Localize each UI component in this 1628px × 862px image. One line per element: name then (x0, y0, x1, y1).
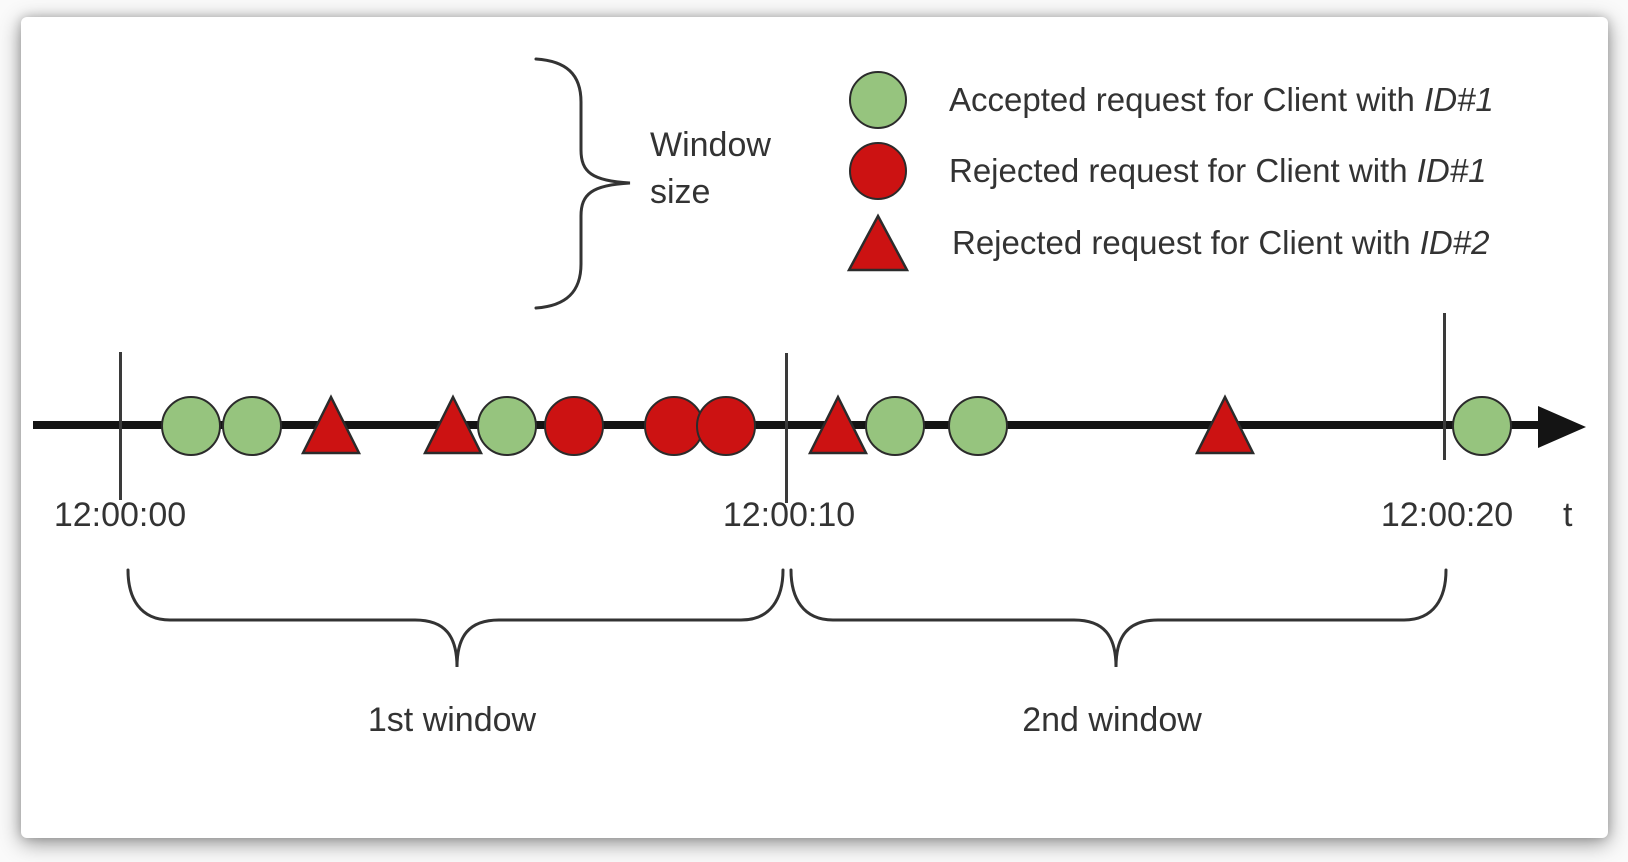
request-marker-rejected-triangle (1194, 394, 1256, 456)
request-marker-rejected-triangle (422, 394, 484, 456)
first-window-label: 1st window (367, 701, 537, 739)
second-window-label: 2nd window (1022, 701, 1202, 739)
time-axis-line (33, 421, 1545, 429)
legend-item-rejected-id2: Rejected request for Client with ID#2 (846, 213, 1490, 273)
rejected-request-triangle-icon (846, 213, 910, 272)
request-marker-rejected-triangle (300, 394, 362, 456)
legend-label: Accepted request for Client with ID#1 (949, 81, 1494, 118)
request-marker-accepted-circle (222, 396, 282, 456)
request-marker-accepted-circle (865, 396, 925, 456)
window-size-brace (534, 57, 631, 310)
time-axis-arrowhead-icon (1538, 406, 1586, 448)
request-marker-accepted-circle (161, 396, 221, 456)
legend-item-accepted-id1: Accepted request for Client with ID#1 (849, 71, 1494, 129)
tick-label: 12:00:10 (722, 496, 856, 534)
tick-mark (784, 353, 788, 503)
accepted-request-circle-icon (849, 71, 907, 129)
tick-label: 12:00:20 (1380, 496, 1514, 534)
legend-label: Rejected request for Client with ID#1 (949, 152, 1487, 189)
rejected-request-circle-icon (849, 142, 907, 200)
request-marker-accepted-circle (948, 396, 1008, 456)
legend-label: Rejected request for Client with ID#2 (952, 224, 1490, 261)
request-marker-rejected-triangle (807, 394, 869, 456)
first-window-brace (126, 568, 785, 668)
request-marker-rejected-circle (696, 396, 756, 456)
request-marker-rejected-circle (544, 396, 604, 456)
tick-mark (118, 352, 122, 500)
time-axis-label: t (1563, 496, 1573, 534)
window-size-label: Window size (650, 126, 771, 211)
second-window-brace (789, 568, 1448, 668)
request-marker-accepted-circle (477, 396, 537, 456)
request-marker-accepted-circle (1452, 396, 1512, 456)
request-marker-rejected-circle (644, 396, 704, 456)
tick-mark (1442, 313, 1446, 460)
tick-label: 12:00:00 (53, 496, 187, 534)
legend-item-rejected-id1: Rejected request for Client with ID#1 (849, 142, 1486, 200)
